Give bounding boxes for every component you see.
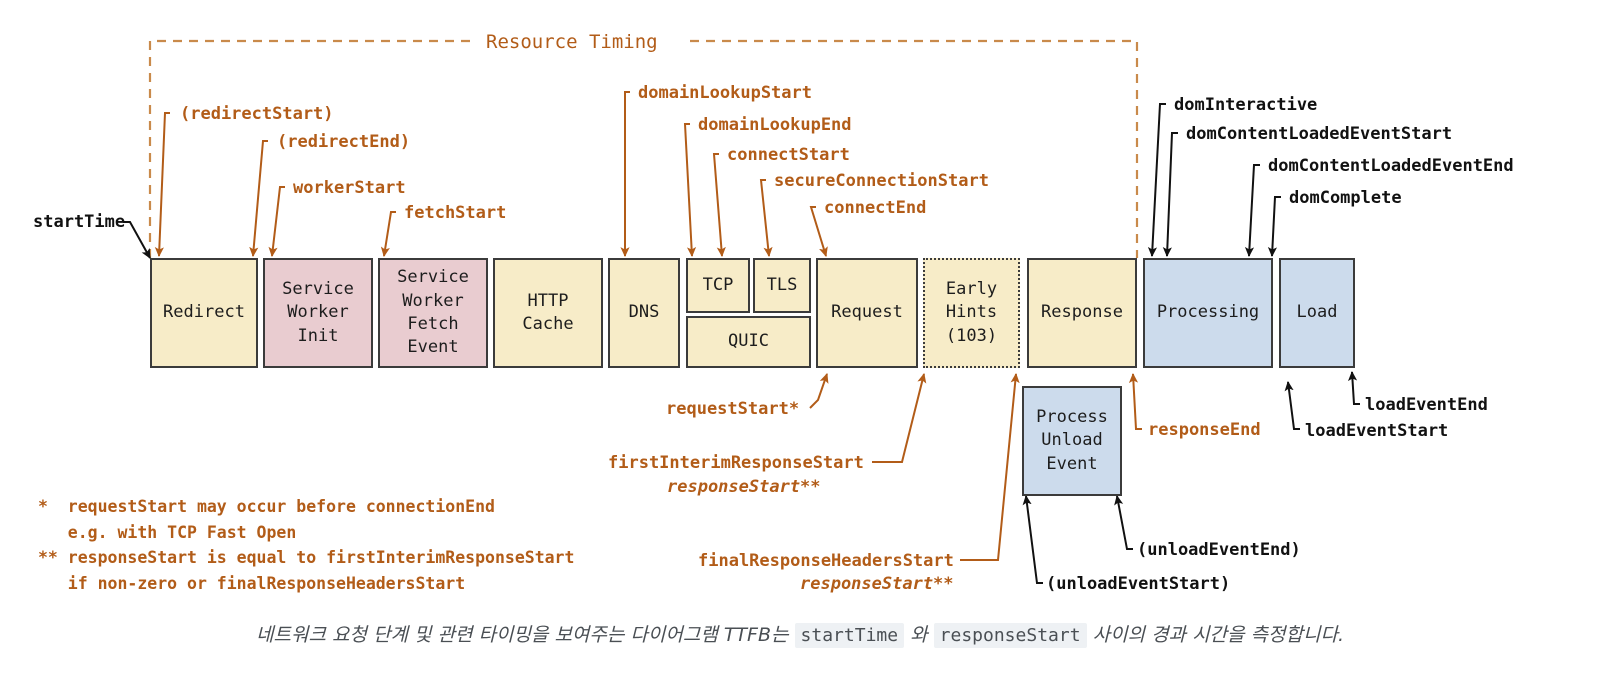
label-domain-lookup-end: domainLookupEnd <box>698 115 852 135</box>
caption-text-part-2: 와 <box>904 624 934 646</box>
label-request-start: requestStart* <box>666 399 800 419</box>
label-dom-content-loaded-event-start: domContentLoadedEventStart <box>1186 124 1453 144</box>
leader-domain-lookup-end <box>683 123 697 258</box>
caption-code-start-time: startTime <box>794 623 905 648</box>
caption-text-part-3: 사이의 경과 시간을 측정합니다. <box>1086 624 1344 646</box>
leader-domain-lookup-start <box>620 91 630 258</box>
phase-box-dns[interactable]: DNS <box>608 258 680 368</box>
label-domain-lookup-start: domainLookupStart <box>638 83 812 103</box>
label-connect-start: connectStart <box>727 145 850 165</box>
leader-connect-start <box>712 153 726 258</box>
label-response-start-interim: responseStart** <box>667 477 821 497</box>
phase-box-http-cache[interactable]: HTTP Cache <box>493 258 603 368</box>
phase-box-service-worker-fetch-event[interactable]: Service Worker Fetch Event <box>378 258 488 368</box>
label-response-end: responseEnd <box>1148 420 1261 440</box>
phase-box-processing[interactable]: Processing <box>1143 258 1273 368</box>
label-unload-event-start: (unloadEventStart) <box>1046 574 1231 594</box>
label-load-event-end: loadEventEnd <box>1365 395 1488 415</box>
label-connect-end: connectEnd <box>824 198 927 218</box>
caption-code-response-start: responseStart <box>933 623 1087 648</box>
phase-box-service-worker-init[interactable]: Service Worker Init <box>263 258 373 368</box>
resource-timing-title: Resource Timing <box>486 31 658 53</box>
figure-caption: 네트워크 요청 단계 및 관련 타이밍을 보여주는 다이어그램 TTFB는 st… <box>0 620 1600 648</box>
phase-box-redirect[interactable]: Redirect <box>150 258 258 368</box>
leader-load-event-end <box>1347 370 1360 405</box>
phase-box-tcp[interactable]: TCP <box>686 258 750 313</box>
label-worker-start: workerStart <box>293 178 406 198</box>
leader-request-start <box>809 373 829 409</box>
label-start-time: startTime <box>33 212 126 232</box>
leader-load-event-start <box>1284 380 1300 430</box>
label-response-start-final: responseStart** <box>800 574 954 594</box>
phase-box-response[interactable]: Response <box>1027 258 1137 368</box>
leader-unload-event-end <box>1114 494 1133 550</box>
leader-secure-connection-start <box>759 179 773 258</box>
leader-final-headers <box>960 372 1020 561</box>
leader-worker-start <box>268 186 285 258</box>
leader-redirect-start <box>154 112 170 258</box>
label-dom-content-loaded-event-end: domContentLoadedEventEnd <box>1268 156 1514 176</box>
phase-box-tls[interactable]: TLS <box>753 258 811 313</box>
label-secure-connection-start: secureConnectionStart <box>774 171 989 191</box>
label-dom-interactive: domInteractive <box>1174 95 1318 115</box>
label-redirect-end: (redirectEnd) <box>277 132 411 152</box>
label-final-response-headers-start: finalResponseHeadersStart <box>698 551 954 571</box>
phase-box-early-hints[interactable]: Early Hints (103) <box>923 258 1020 368</box>
leader-dom-content-loaded-end <box>1244 164 1260 258</box>
leader-start-time <box>123 221 151 259</box>
footnotes-block: * requestStart may occur before connecti… <box>38 497 575 593</box>
caption-text-part-1: 네트워크 요청 단계 및 관련 타이밍을 보여주는 다이어그램 TTFB는 <box>256 624 795 646</box>
label-first-interim-response-start: firstInterimResponseStart <box>608 453 864 473</box>
phase-box-process-unload-event[interactable]: Process Unload Event <box>1022 386 1122 496</box>
phase-box-request[interactable]: Request <box>816 258 918 368</box>
label-redirect-start: (redirectStart) <box>180 104 334 124</box>
phase-box-load[interactable]: Load <box>1279 258 1355 368</box>
label-dom-complete: domComplete <box>1289 188 1402 208</box>
leader-response-end <box>1128 372 1142 430</box>
leader-fetch-start <box>380 211 396 258</box>
leader-unload-event-start <box>1022 494 1043 584</box>
label-unload-event-end: (unloadEventEnd) <box>1137 540 1301 560</box>
label-fetch-start: fetchStart <box>404 203 507 223</box>
leader-dom-complete <box>1267 196 1281 258</box>
leader-redirect-end <box>249 140 268 258</box>
leader-dom-interactive <box>1147 103 1166 258</box>
leader-dom-content-loaded-start <box>1162 132 1178 258</box>
leader-first-interim <box>872 372 927 463</box>
phase-box-quic[interactable]: QUIC <box>686 316 811 368</box>
label-load-event-start: loadEventStart <box>1305 421 1449 441</box>
